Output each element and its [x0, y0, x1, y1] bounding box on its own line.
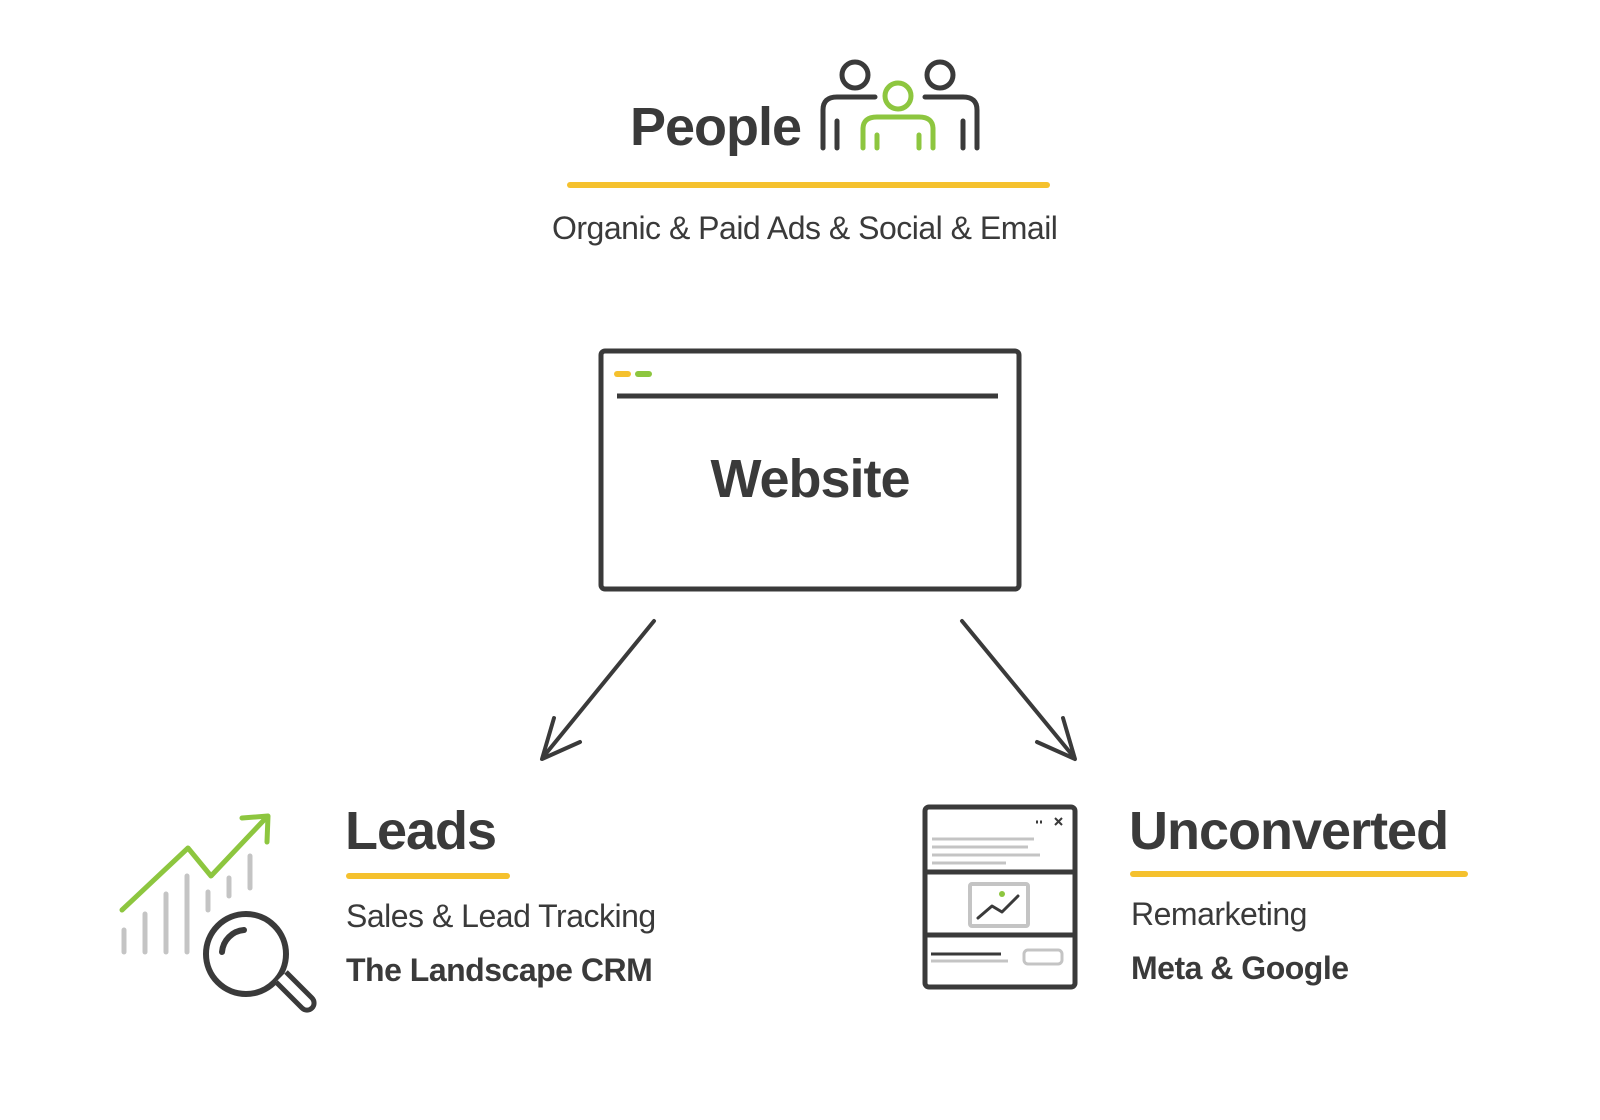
browser-window-icon: [598, 348, 1022, 592]
leads-line1: Sales & Lead Tracking: [346, 898, 656, 934]
leads-line2: The Landscape CRM: [346, 952, 653, 988]
people-underline: [567, 182, 1050, 188]
unconverted-line2: Meta & Google: [1131, 950, 1349, 986]
website-title: Website: [710, 449, 910, 509]
unconverted-underline: [1130, 871, 1468, 877]
people-group-icon: [820, 59, 980, 151]
leads-underline: [346, 873, 510, 879]
web-ad-page-icon: [922, 804, 1078, 990]
unconverted-line1: Remarketing: [1131, 896, 1307, 932]
people-title: People: [630, 97, 802, 157]
leads-title: Leads: [345, 801, 497, 861]
people-subtitle: Organic & Paid Ads & Social & Email: [552, 210, 1058, 246]
unconverted-title: Unconverted: [1129, 801, 1449, 861]
growth-chart-magnifier-icon: [119, 813, 317, 1013]
